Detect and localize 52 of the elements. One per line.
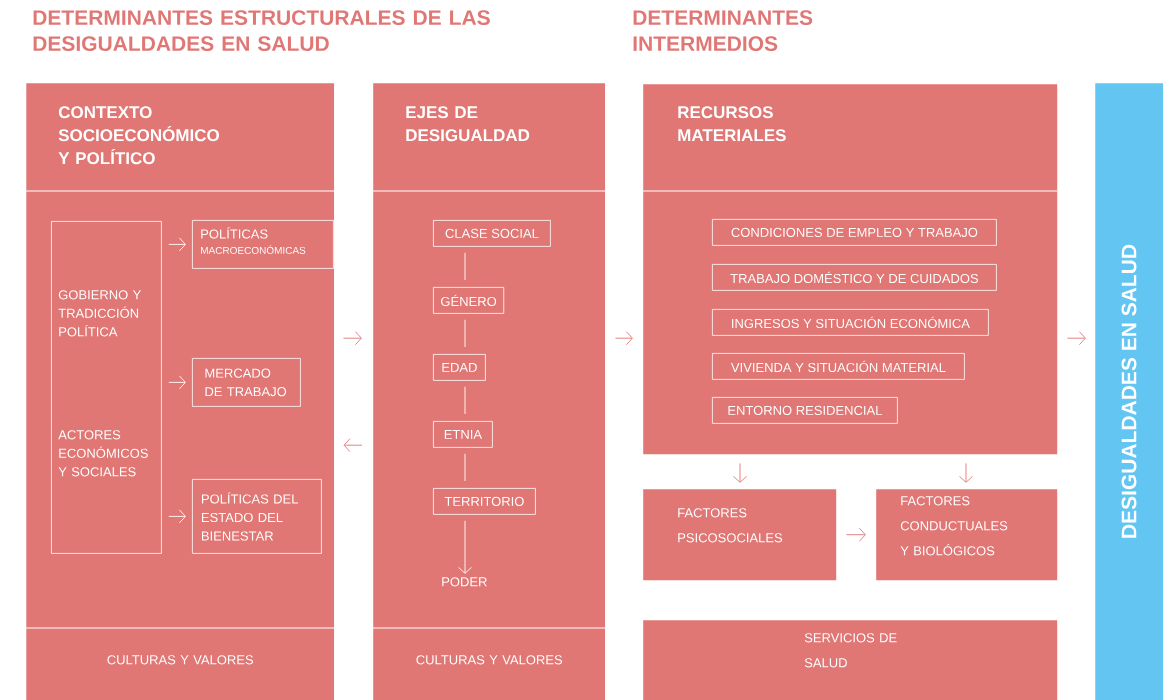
column-panel	[372, 83, 606, 700]
arrow	[959, 462, 973, 483]
arrow	[168, 375, 186, 390]
outlined-box	[51, 221, 162, 554]
outlined-box: ETNIA	[433, 421, 493, 448]
outlined-box: TRABAJO DOMÉSTICO Y DE CUIDADOS	[712, 264, 997, 291]
factor-box	[876, 489, 1058, 581]
box-text: POLÍTICAS	[201, 227, 268, 239]
connector-line	[464, 252, 466, 281]
outlined-box	[192, 220, 334, 269]
connector-line	[464, 319, 466, 348]
arrow	[614, 331, 633, 346]
outlined-box: CONDICIONES DE EMPLEO Y TRABAJO	[712, 219, 997, 246]
outlined-box: MERCADO DE TRABAJO	[192, 358, 301, 407]
footer-text: CULTURAS Y VALORES	[416, 655, 563, 665]
section-heading: DETERMINANTES INTERMEDIOS	[633, 10, 813, 52]
column-heading: RECURSOS MATERIALES	[678, 106, 786, 142]
outlined-box: EDAD	[433, 354, 486, 381]
column-heading: EJES DE DESIGUALDAD	[406, 106, 530, 142]
box-text: FACTORES PSICOSOCIALES	[678, 508, 783, 543]
arrow	[168, 237, 186, 252]
box-text: SERVICIOS DE SALUD	[804, 633, 897, 668]
outcome-band	[1095, 83, 1164, 700]
footer-text: CULTURAS Y VALORES	[107, 655, 254, 665]
column-heading: CONTEXTO SOCIOECONÓMICO Y POLÍTICO	[58, 106, 219, 165]
outlined-box: POLÍTICAS DEL ESTADO DEL BIENESTAR	[192, 479, 322, 554]
plain-text: PODER	[442, 577, 487, 587]
box-text: GOBIERNO Y TRADICCIÓN POLÍTICA	[58, 290, 141, 337]
arrow	[342, 331, 362, 346]
box-text: ACTORES ECONÓMICOS Y SOCIALES	[58, 430, 148, 477]
column-panel	[25, 83, 335, 700]
section-heading: DETERMINANTES ESTRUCTURALES DE LAS DESIGUALDADES EN SALUD	[33, 10, 490, 52]
outlined-box: VIVIENDA Y SITUACIÓN MATERIAL	[712, 353, 965, 380]
connector-line	[464, 453, 466, 482]
outlined-box: CLASE SOCIAL	[433, 220, 551, 247]
outlined-box: GÉNERO	[433, 287, 505, 314]
arrow	[343, 438, 363, 453]
outlined-box: ENTORNO RESIDENCIAL	[712, 397, 898, 424]
outlined-box: TERRITORIO	[433, 488, 536, 515]
outlined-box: INGRESOS Y SITUACIÓN ECONÓMICA	[712, 309, 989, 336]
arrow	[1066, 331, 1086, 346]
box-text: MACROECONÓMICAS	[201, 245, 306, 254]
arrow	[733, 462, 747, 483]
column-panel	[642, 84, 1058, 455]
connector-line	[464, 386, 466, 415]
box-text: FACTORES CONDUCTUALES Y BIOLÓGICOS	[900, 496, 1008, 556]
arrow	[845, 527, 866, 542]
band-text: DESIGUALDADES EN SALUD	[1121, 244, 1137, 538]
arrow	[458, 520, 472, 574]
factor-box	[643, 489, 837, 581]
service-box	[643, 620, 1058, 700]
arrow	[168, 509, 186, 524]
